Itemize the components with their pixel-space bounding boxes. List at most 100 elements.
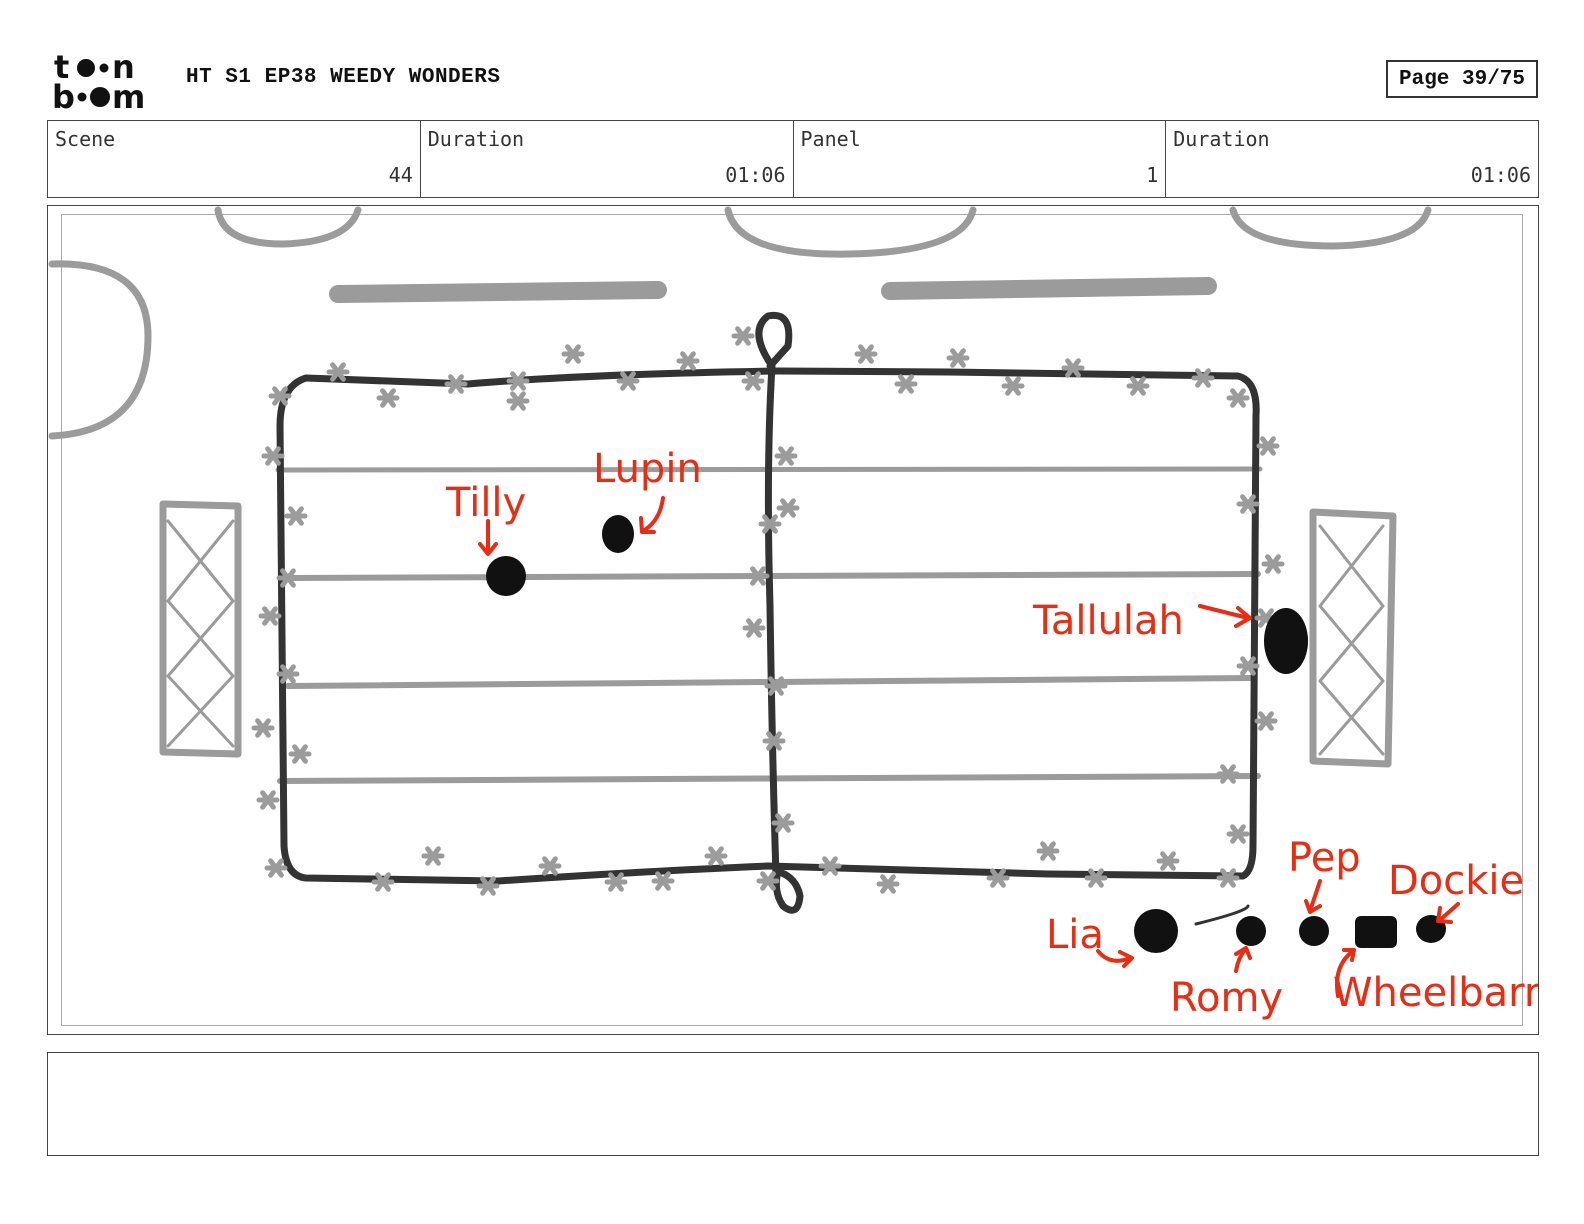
grass-tuft-icon — [946, 348, 970, 368]
player-romy — [1236, 916, 1266, 946]
svg-text:n: n — [112, 50, 135, 86]
grass-tuft-icon — [256, 790, 280, 810]
label-dockie: Dockie — [1388, 858, 1524, 904]
halfway-top-loop — [755, 311, 793, 370]
grass-tuft-icon — [854, 344, 878, 364]
field-line-4 — [277, 773, 1261, 784]
grass-tuft-icon — [818, 856, 842, 876]
label-tallulah: Tallulah — [1032, 598, 1184, 644]
grass-tuft-icon — [1236, 494, 1260, 514]
grass-tuft-icon — [376, 388, 400, 408]
label-tilly: Tilly — [445, 480, 526, 526]
grass-tuft-icon — [894, 374, 918, 394]
grass-tuft-icon — [276, 568, 300, 588]
scene-duration-cell: Duration 01:06 — [421, 121, 794, 197]
scene-info-table: Scene 44 Duration 01:06 Panel 1 Duration… — [47, 120, 1539, 198]
grass-tuft-icon — [676, 351, 700, 371]
arrow-wheelbarrow-icon — [1335, 948, 1356, 998]
grass-tuft-icon — [1216, 764, 1240, 784]
grass-tuft-icon — [1001, 376, 1025, 396]
storyboard-panel[interactable]: Tilly Lupin Tallulah Lia Romy Pep Dockie… — [47, 205, 1539, 1035]
label-romy: Romy — [1170, 975, 1283, 1021]
panel-label: Panel — [800, 127, 861, 151]
svg-text:m: m — [112, 78, 145, 112]
grass-tuft-icon — [1256, 436, 1280, 456]
grass-tuft-icon — [986, 868, 1010, 888]
grass-tuft-icon — [506, 371, 530, 391]
grass-tuft-icon — [476, 876, 500, 896]
panel-duration-cell: Duration 01:06 — [1166, 121, 1538, 197]
notes-box[interactable] — [47, 1052, 1539, 1156]
label-lia: Lia — [1046, 912, 1104, 958]
goal-right-net — [1318, 524, 1385, 756]
grass-tuft-icon — [876, 874, 900, 894]
grass-tuft-icon — [776, 498, 800, 518]
scene-duration-value: 01:06 — [725, 163, 786, 187]
grass-tuft-icon — [1061, 358, 1085, 378]
player-lia — [1134, 909, 1178, 953]
grass-tuft-icon — [756, 871, 780, 891]
grass-tuft-icon — [1191, 368, 1215, 388]
grass-tuft-icon — [444, 374, 468, 394]
grass-tuft-icon — [731, 326, 755, 346]
grass-tuft-icon — [326, 362, 350, 382]
camera-frame — [61, 214, 1523, 1026]
svg-text:t: t — [54, 50, 69, 86]
stand-top-right — [1229, 206, 1432, 250]
grass-tuft-icon — [741, 371, 765, 391]
project-title: HT S1 EP38 WEEDY WONDERS — [186, 66, 501, 89]
stand-top-left — [214, 206, 362, 248]
player-tallulah — [1264, 608, 1308, 674]
grass-tuft-icon — [421, 846, 445, 866]
grass-tuft-icon — [651, 871, 675, 891]
grass-tuft-icon — [261, 446, 285, 466]
grass-tuft-icon — [268, 386, 292, 406]
halfway-bottom-loop — [772, 867, 804, 914]
player-tilly — [486, 556, 526, 596]
grass-tuft-icon — [742, 618, 766, 638]
arrow-romy-icon — [1234, 946, 1252, 973]
panel-cell: Panel 1 — [794, 121, 1167, 197]
arrow-tilly-icon — [478, 519, 498, 556]
grass-tuft-icon — [604, 872, 628, 892]
grass-tuft-icon — [371, 872, 395, 892]
rope-line — [1194, 904, 1250, 926]
grass-tuft-icon — [746, 566, 770, 586]
field-sketch: Tilly Lupin Tallulah Lia Romy Pep Dockie… — [48, 206, 1538, 1021]
grass-tuft-icon — [264, 858, 288, 878]
stand-left — [48, 260, 152, 440]
grass-tuft-icon — [1226, 388, 1250, 408]
page-indicator: Page 39/75 — [1386, 60, 1538, 98]
arrow-dockie-icon — [1436, 902, 1460, 924]
grass-tuft-icon — [506, 391, 530, 411]
panel-value: 1 — [1146, 163, 1159, 187]
grass-tuft-icon — [771, 813, 795, 833]
label-wheelbarrow: Wheelbarr — [1333, 970, 1538, 1016]
grass-tuft-icon — [276, 664, 300, 684]
goal-left — [159, 500, 242, 758]
arrow-lupin-icon — [639, 496, 665, 534]
wheelbarrow-object — [1355, 916, 1397, 948]
grass-tuft-icon — [774, 446, 798, 466]
grass-tuft-icon — [284, 506, 308, 526]
scene-value: 44 — [388, 163, 413, 187]
grass-tuft-icon — [616, 371, 640, 391]
grass-tuft-icon — [251, 718, 275, 738]
arrow-pep-icon — [1304, 879, 1322, 914]
scene-cell: Scene 44 — [48, 121, 421, 197]
toonboom-logo: t n b m — [52, 50, 145, 112]
bar-right — [881, 277, 1217, 300]
player-lupin — [602, 515, 634, 553]
halfway-line — [764, 362, 780, 880]
grass-tuft-icon — [704, 846, 728, 866]
grass-tuft-icon — [258, 606, 282, 626]
grass-tuft-icon — [1236, 656, 1260, 676]
label-lupin: Lupin — [593, 446, 702, 492]
grass-tuft-icon — [561, 344, 585, 364]
scene-label: Scene — [55, 127, 116, 151]
label-pep: Pep — [1288, 835, 1361, 881]
player-pep — [1299, 916, 1329, 946]
grass-tuft-icon — [1126, 376, 1150, 396]
stand-top-middle — [724, 206, 977, 258]
goal-right — [1309, 508, 1397, 768]
